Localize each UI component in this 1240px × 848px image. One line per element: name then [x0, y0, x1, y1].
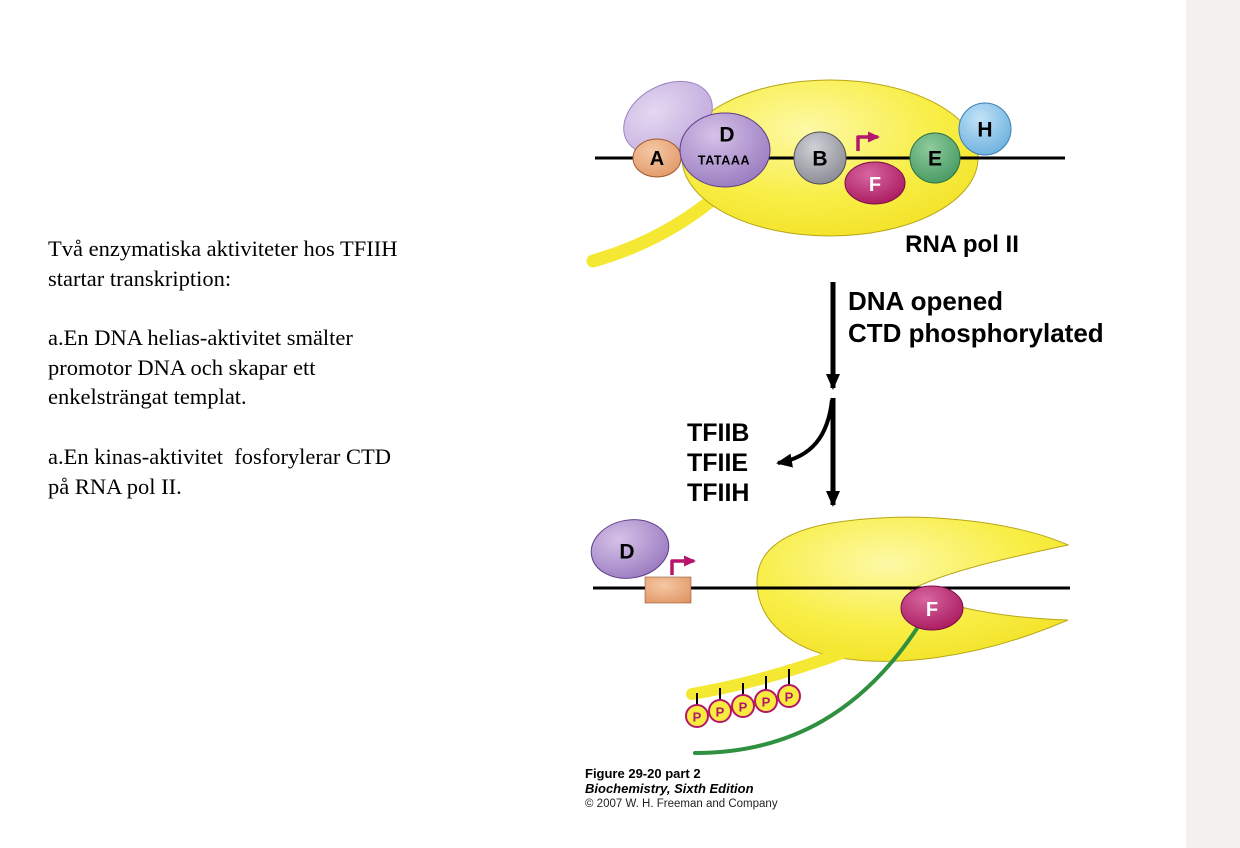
lecture-notes-line: promotor DNA och skapar ett — [48, 354, 316, 380]
released-factors-arrow-icon — [776, 399, 834, 468]
caption-copyright: © 2007 W. H. Freeman and Company — [585, 798, 778, 810]
transition-step: DNA opened CTD phosphorylated TFIIB TFII… — [687, 282, 1104, 507]
tfiih-label: H — [977, 118, 992, 141]
phosphate-label: P — [785, 690, 794, 705]
rna-transcript-line — [693, 602, 934, 755]
step-caption-line2: CTD phosphorylated — [848, 318, 1104, 348]
tfiid-ellipse — [679, 112, 771, 188]
promoter-box — [644, 576, 692, 604]
tfiid-label: D — [719, 123, 734, 146]
lecture-notes-line — [48, 412, 518, 442]
lecture-notes-line: Två enzymatiska aktiviteter hos TFIIH — [48, 236, 398, 261]
phosphate-circle — [731, 694, 755, 718]
ctd-tail — [686, 646, 851, 700]
phosphate-circle — [754, 689, 778, 713]
phosphate-label: P — [716, 705, 725, 720]
rna-pol-ii-label: RNA pol II — [905, 231, 1019, 258]
caption-figure-number: Figure 29-20 part 2 — [585, 766, 701, 781]
lecture-notes-line: på RNA pol II. — [48, 473, 182, 499]
tfiib-label: B — [812, 147, 827, 170]
tfiid-ellipse-bottom — [590, 519, 670, 579]
transcription-start-arrow-bottom-icon — [670, 555, 696, 575]
tfiib-circle — [793, 131, 847, 185]
tfiif-ellipse-bottom — [900, 585, 964, 631]
lecture-notes-line: a.En DNA helias-aktivitet smälter — [48, 325, 353, 351]
lecture-notes-line: a.En kinas-aktivitet fosforylerar CTD — [48, 443, 392, 469]
lecture-notes-line: startar transkription: — [48, 265, 232, 291]
phosphate-label: P — [762, 695, 771, 710]
lecture-notes: Två enzymatiska aktiviteter hos TFIIH st… — [48, 234, 518, 501]
polymerase-tail-top — [586, 193, 719, 268]
phosphate-circle — [708, 699, 732, 723]
tfiif-ellipse — [844, 161, 906, 205]
released-factor-label: TFIIH — [687, 479, 750, 507]
figure-caption: Figure 29-20 part 2 Biochemistry, Sixth … — [585, 766, 778, 810]
step-caption-line1: DNA opened — [848, 286, 1003, 316]
phosphate-circle — [777, 684, 801, 708]
tfiif-label-bottom: F — [926, 599, 938, 621]
tfiid-label-bottom: D — [619, 540, 634, 563]
lecture-notes-line: enkelsträngat templat. — [48, 384, 247, 410]
caption-book-title: Biochemistry, Sixth Edition — [585, 781, 754, 796]
tfiia-label: A — [650, 148, 664, 170]
released-factor-label: TFIIB — [687, 419, 750, 447]
lecture-notes-line — [48, 293, 518, 323]
phosphate-label: P — [693, 710, 702, 725]
preinitiation-complex: A D TATAAA B F E H RNA pol II — [586, 79, 1065, 268]
tfiif-label: F — [869, 174, 881, 196]
tfiih-circle — [958, 102, 1012, 156]
tfiie-circle — [909, 132, 961, 184]
released-factor-label: TFIIE — [687, 449, 748, 477]
tata-box-label: TATAAA — [698, 153, 750, 167]
transcription-diagram: A D TATAAA B F E H RNA pol II DNA opened… — [586, 79, 1104, 755]
phosphate-circle — [685, 704, 709, 728]
elongation-complex: D P P P P P F — [590, 516, 1070, 755]
slide-right-margin — [1186, 0, 1240, 848]
transcription-start-arrow-icon — [856, 131, 880, 151]
phosphate-label: P — [739, 700, 748, 715]
tfiie-label: E — [928, 147, 942, 170]
